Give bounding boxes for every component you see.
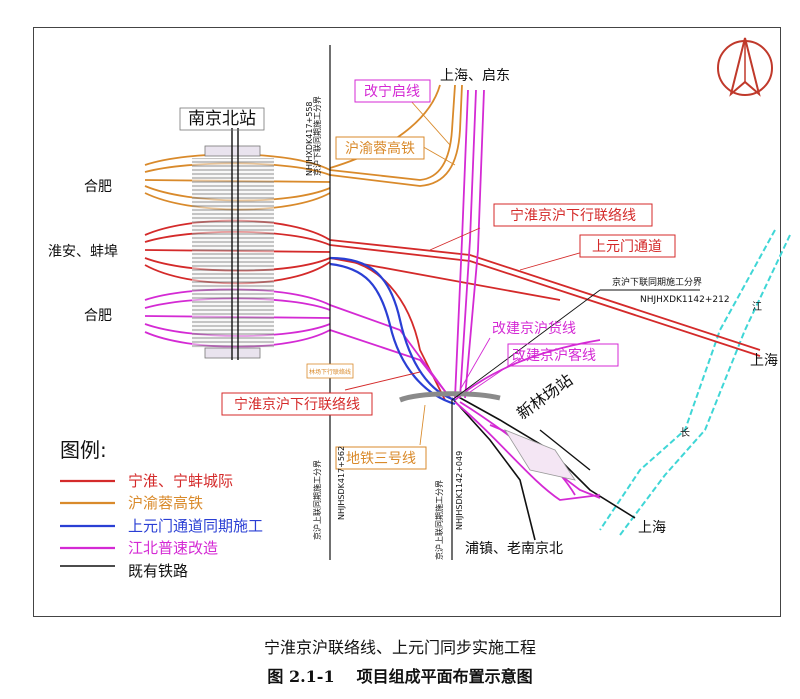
dest-pukou: 浦镇、老南京北 [465,541,563,557]
caption-project-name: 宁淮京沪联络线、上元门同步实施工程 [263,638,536,657]
boundary-1-code: NHJHXDK417+558 [305,101,314,176]
boundary-4-code: NHJHSDK1142+049 [455,451,464,530]
label-hefei-top: 合肥 [84,179,112,195]
figure-number: 图 2.1-1 [267,667,335,686]
xinlinchang-platforms [504,429,591,481]
figure-title: 项目组成平面布置示意图 [356,667,533,686]
river-label-jiang: 江 [752,301,762,313]
dest-shanghai-bottom: 上海 [638,520,666,536]
label-gai-freight: 改建京沪货线 [492,320,576,337]
legend-item-huyurong: 沪渝蓉高铁 [128,494,203,512]
leader-lines [344,99,591,446]
legend-item-existing: 既有铁路 [128,562,188,580]
label-small-box: 林场下行联络线 [309,368,351,376]
blue-track-group [329,256,456,406]
diagram-frame [33,27,781,617]
label-huaian-bengbu: 淮安、蚌埠 [48,243,118,260]
railway-layout-map: 南京北站 合肥 淮安、蚌埠 合肥 上海、启东 上海 上海 浦镇、老南京北 改宁启… [48,37,791,580]
boundary-3-title: 京沪上联同期施工分界 [312,460,322,540]
station-xinlinchang: 新林场站 [513,370,576,423]
dest-shanghai-qidong: 上海、启东 [440,68,510,84]
label-gai-passenger: 改建京沪客线 [512,347,596,364]
metro-line-3-segment [399,391,501,403]
magenta-track-group [144,89,601,501]
label-metro-3: 地铁三号线 [346,451,416,467]
legend-title: 图例: [60,438,107,462]
boundary-1-title: 京沪下联同期施工分界 [312,96,322,176]
nanjing-north-platforms [192,128,274,360]
label-hu-yu-rong: 沪渝蓉高铁 [345,140,415,157]
boundary-2-title: 京沪下联同期施工分界 [612,276,702,288]
boundary-4-title: 京沪上联同期施工分界 [434,480,444,560]
boundary-lines [329,45,700,560]
caption-figure: 图 2.1-1 项目组成平面布置示意图 [0,663,800,687]
north-arrow-logo [717,37,773,97]
river-label-chang: 长 [680,427,690,439]
station-nanjing-north: 南京北站 [188,109,256,129]
label-ning-huai-down-bottom: 宁淮京沪下行联络线 [234,396,360,413]
legend-item-shangyuanmen: 上元门通道同期施工 [128,517,263,535]
legend-item-ningbang: 宁淮、宁蚌城际 [128,472,233,490]
label-gai-ning-qi: 改宁启线 [364,83,420,100]
label-ning-huai-down-top: 宁淮京沪下行联络线 [510,207,636,224]
label-hefei-bottom: 合肥 [84,308,112,324]
river [599,229,791,536]
boundary-3-code: NHJHSDK417+562 [337,446,346,520]
dest-shanghai-right: 上海 [750,353,778,369]
legend: 图例: 宁淮、宁蚌城际 沪渝蓉高铁 上元门通道同期施工 江北普速改造 既有铁路 [60,438,263,580]
legend-item-jiangbei: 江北普速改造 [128,539,218,557]
label-shangyuanmen: 上元门通道 [592,239,662,255]
boundary-2-code: NHJHXDK1142+212 [640,295,730,305]
